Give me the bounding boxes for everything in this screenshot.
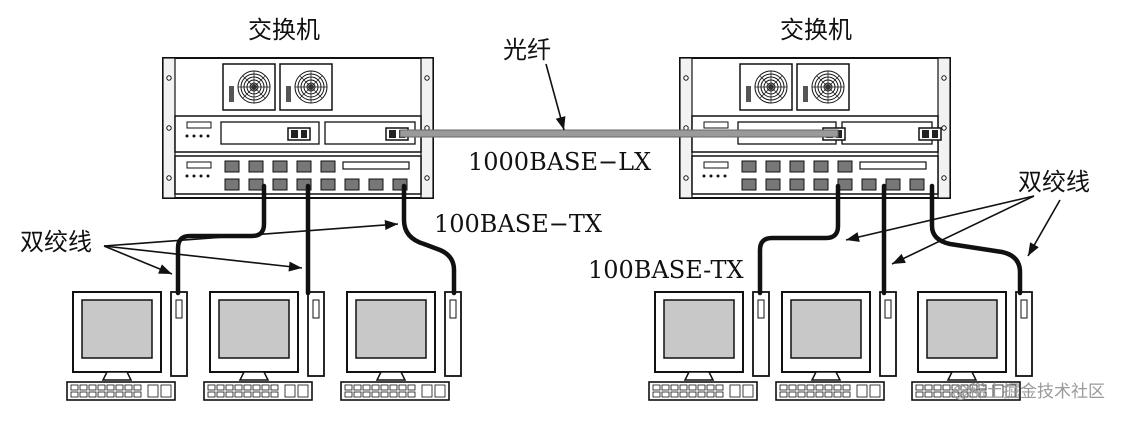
twisted-pair-arrow-left-2 (103, 245, 303, 272)
twisted-pair-right-label: 双绞线 (1018, 168, 1090, 196)
computer-2 (203, 291, 325, 401)
switch-right (679, 57, 951, 199)
fan-right (796, 63, 850, 111)
twisted-pair-arrow-right-2 (891, 195, 1035, 265)
tx-left-label: 100BASE−TX (434, 210, 602, 238)
fan-left (222, 63, 276, 111)
switch-right-label: 交换机 (780, 16, 852, 44)
fiber-arrow (545, 63, 566, 131)
transceiver-left-a (287, 127, 311, 141)
twisted-pair-cable-3 (401, 183, 457, 296)
twisted-pair-cable-1 (175, 183, 267, 296)
twisted-pair-left-label: 双绞线 (20, 228, 92, 256)
fiber-label: 光纤 (503, 36, 551, 64)
tx-right-label: 100BASE-TX (588, 256, 744, 284)
twisted-pair-arrow-left-1 (103, 245, 173, 275)
twisted-pair-cable-4 (757, 183, 841, 296)
switch-left-label: 交换机 (248, 16, 320, 44)
computer-6 (911, 291, 1033, 401)
fan-right (279, 63, 333, 111)
computer-5 (775, 291, 897, 401)
twisted-pair-arrow-right-1 (845, 195, 1035, 242)
computer-1 (66, 291, 188, 401)
fiber-standard-label: 1000BASE−LX (468, 148, 652, 176)
transceiver-right-b (918, 127, 942, 141)
computer-3 (340, 291, 462, 401)
computer-4 (648, 291, 770, 401)
twisted-pair-arrow-left-3 (103, 219, 399, 247)
fan-left (739, 63, 793, 111)
twisted-pair-arrow-right-3 (1027, 199, 1061, 257)
watermark: @稀土掘金技术社区 (952, 382, 1105, 402)
twisted-pair-cable-6 (929, 183, 1023, 296)
fiber-link (399, 129, 839, 138)
